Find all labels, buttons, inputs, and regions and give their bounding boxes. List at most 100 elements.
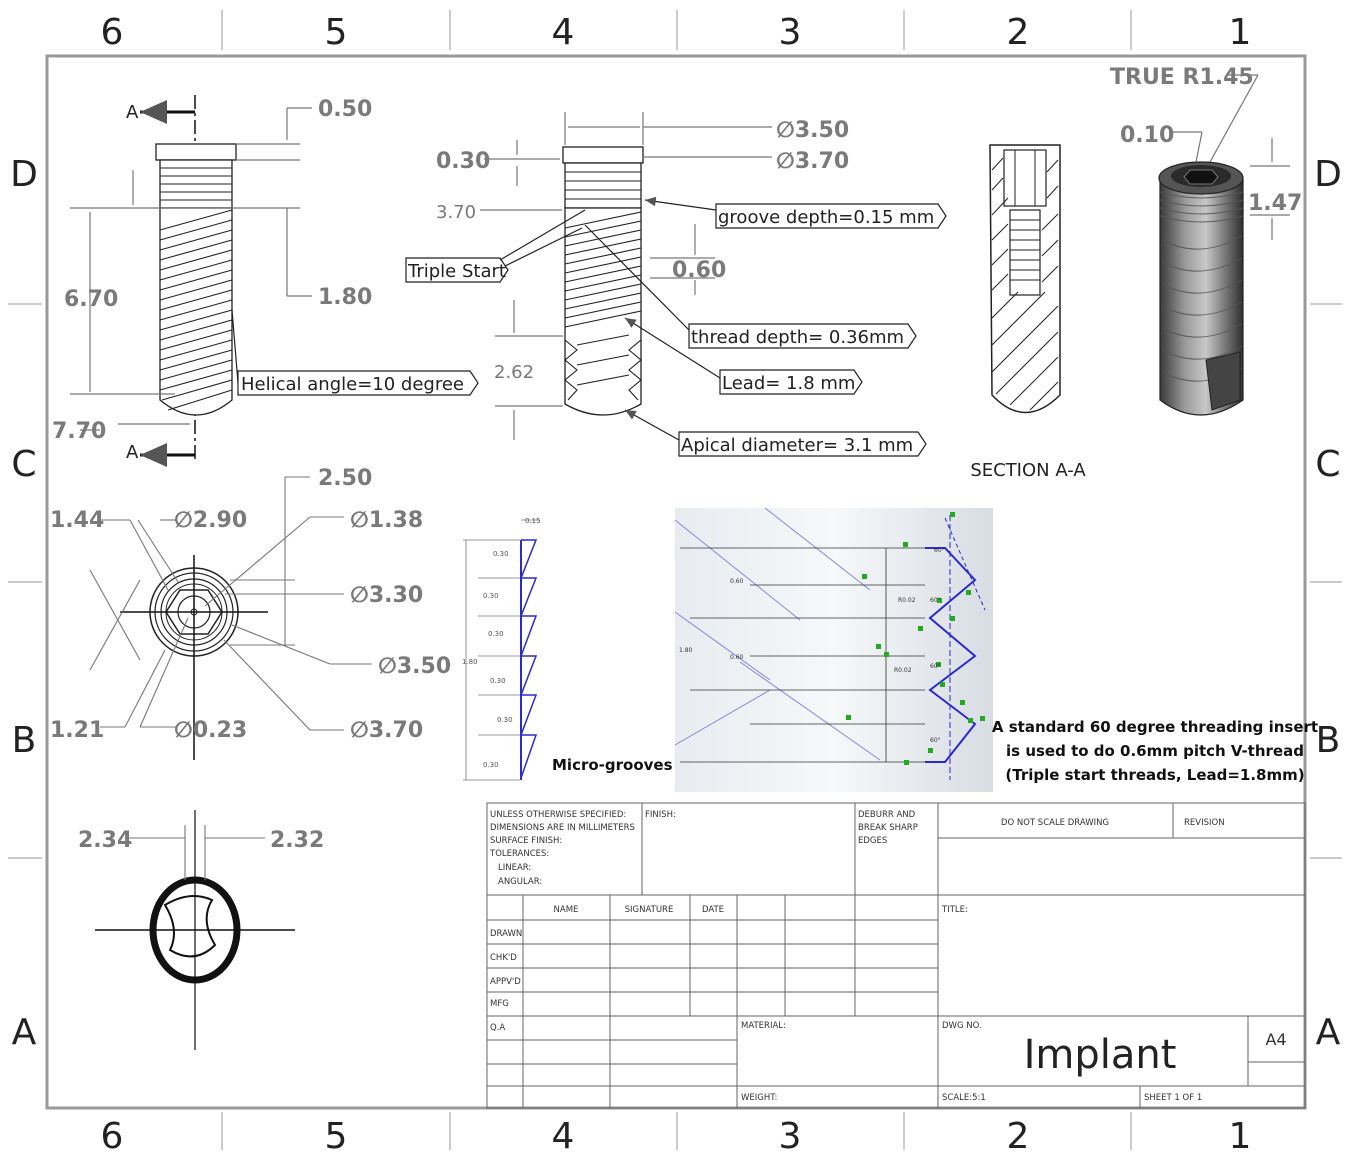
row-mfg: MFG — [490, 999, 509, 1009]
callout-thread-depth-text: thread depth= 0.36mm — [691, 327, 904, 348]
callout-triple-start: Triple Start — [405, 209, 586, 283]
material-label: MATERIAL: — [741, 1021, 786, 1031]
dim-3-70: 3.70 — [436, 202, 476, 223]
zone-row-D-right: D — [1314, 154, 1342, 195]
mg-0-15: 0.15 — [525, 517, 541, 525]
dim-0-60: 0.60 — [672, 258, 726, 283]
td-angle-c: 60° — [930, 663, 941, 670]
td-r0-02-a: R0.02 — [898, 597, 916, 604]
title-block — [486, 802, 1306, 1109]
title-block-text: UNLESS OTHERWISE SPECIFIED: DIMENSIONS A… — [489, 810, 1287, 1103]
callout-apical-diameter-text: Apical diameter= 3.1 mm — [681, 435, 913, 456]
dim-1-21: 1.21 — [50, 718, 104, 743]
td-angle-b: 60° — [930, 597, 941, 604]
label-0-10: 0.10 — [1120, 123, 1174, 148]
drawing-name: Implant — [1024, 1032, 1177, 1078]
title-label: TITLE: — [941, 905, 968, 915]
callout-lead-text: Lead= 1.8 mm — [722, 373, 855, 394]
td-angle-d: 60° — [930, 737, 941, 744]
side-view-thread-profile: 0.30 3.70 0.60 2.62 ∅3.50 ∅3.70 groove d… — [405, 112, 947, 457]
dim-dia-2-90: ∅2.90 — [174, 508, 247, 533]
zone-col-2-top: 2 — [1007, 12, 1030, 53]
dim-6-70: 6.70 — [64, 287, 118, 312]
zone-row-A-right: A — [1316, 1012, 1341, 1053]
bottom-view: 2.34 2.32 — [78, 810, 324, 1050]
weight-label: WEIGHT: — [741, 1093, 777, 1103]
callout-helical-angle: Helical angle=10 degree — [231, 309, 479, 396]
do-not-scale: DO NOT SCALE DRAWING — [1001, 818, 1109, 828]
zone-row-D-left: D — [10, 154, 38, 195]
zone-row-C-right: C — [1315, 444, 1340, 485]
td-0-60-a: 0.60 — [730, 578, 744, 585]
col-name: NAME — [554, 905, 579, 915]
section-a-a-view: SECTION A-A — [970, 144, 1086, 481]
zone-col-3-top: 3 — [779, 12, 802, 53]
mg-0-30-f: 0.30 — [483, 761, 499, 769]
zone-row-A-left: A — [12, 1012, 37, 1053]
dwg-no-label: DWG NO. — [942, 1021, 982, 1031]
mg-1-80: 1.80 — [462, 658, 478, 666]
row-qa: Q.A — [490, 1023, 505, 1033]
sheet-label: SHEET 1 OF 1 — [1144, 1093, 1202, 1103]
zone-col-6-bottom: 6 — [101, 1116, 124, 1155]
row-drawn: DRAWN — [490, 929, 522, 939]
td-angle-a: 60° — [934, 547, 945, 554]
zone-col-2-bottom: 2 — [1007, 1116, 1030, 1155]
mg-0-30-e: 0.30 — [497, 716, 513, 724]
zone-labels: 6 5 4 3 2 1 6 5 4 3 2 1 D C B A D C B A — [10, 12, 1342, 1155]
callout-groove-depth: groove depth=0.15 mm — [644, 196, 947, 229]
threading-note: A standard 60 degree threading insert is… — [992, 718, 1318, 784]
dim-2-34: 2.34 — [78, 828, 132, 853]
note-line-2: is used to do 0.6mm pitch V-thread — [1006, 742, 1304, 760]
dim-dia-3-30: ∅3.30 — [350, 583, 423, 608]
dim-2-50: 2.50 — [318, 466, 372, 491]
dim-1-44: 1.44 — [50, 508, 104, 533]
row-appvd: APPV'D — [490, 977, 521, 987]
dim-1-80: 1.80 — [318, 285, 372, 310]
dim-7-70: 7.70 — [52, 419, 106, 444]
label-true-r1-45: TRUE R1.45 — [1110, 65, 1254, 90]
deburr-line-2: BREAK SHARP — [858, 823, 918, 833]
zone-row-B-right: B — [1316, 720, 1341, 761]
zone-row-B-left: B — [12, 720, 37, 761]
spec-line-2: DIMENSIONS ARE IN MILLIMETERS — [490, 823, 635, 833]
dim-dia-3-50: ∅3.50 — [378, 654, 451, 679]
spec-line-4: TOLERANCES: — [489, 849, 549, 859]
callout-apical-diameter: Apical diameter= 3.1 mm — [624, 409, 927, 457]
mg-0-30-d: 0.30 — [490, 677, 506, 685]
dim-dia-3-70: ∅3.70 — [776, 149, 849, 174]
mg-0-30-a: 0.30 — [493, 550, 509, 558]
scale-label: SCALE:5:1 — [942, 1093, 986, 1103]
zone-col-4-bottom: 4 — [552, 1116, 575, 1155]
callout-groove-depth-text: groove depth=0.15 mm — [718, 207, 934, 228]
td-0-60-b: 0.60 — [730, 654, 744, 661]
dim-dia-3-70: ∅3.70 — [350, 718, 423, 743]
label-1-47: 1.47 — [1248, 191, 1302, 216]
microgrooves-label: Micro-grooves — [552, 756, 673, 774]
dim-dia-0-23: ∅0.23 — [174, 718, 247, 743]
isometric-3d-view: TRUE R1.45 0.10 1.47 — [1110, 65, 1302, 416]
col-signature: SIGNATURE — [625, 905, 674, 915]
side-view-helical: A A 0.50 6.70 1.80 7.70 — [52, 95, 479, 467]
callout-triple-start-text: Triple Start — [407, 261, 506, 282]
spec-line-6: ANGULAR: — [498, 877, 542, 887]
callout-helical-angle-text: Helical angle=10 degree — [241, 374, 464, 395]
td-r0-02-b: R0.02 — [894, 667, 912, 674]
dim-dia-1-38: ∅1.38 — [350, 508, 423, 533]
dim-0-50: 0.50 — [318, 97, 372, 122]
mg-0-30-c: 0.30 — [488, 630, 504, 638]
section-mark-bottom: A — [126, 442, 139, 463]
dim-0-30: 0.30 — [436, 149, 490, 174]
note-line-1: A standard 60 degree threading insert — [992, 718, 1318, 736]
row-chkd: CHK'D — [490, 953, 517, 963]
zone-row-C-left: C — [11, 444, 36, 485]
dim-2-32: 2.32 — [270, 828, 324, 853]
section-mark-top: A — [126, 102, 139, 123]
thread-profile-detail: 0.60 0.60 1.80 R0.02 R0.02 60° 60° 60° 6… — [674, 507, 993, 792]
td-1-80: 1.80 — [679, 647, 693, 654]
top-view-hex: 1.44 ∅2.90 2.50 ∅1.38 ∅3.30 ∅3.50 1.21 ∅… — [50, 466, 451, 760]
zone-col-4-top: 4 — [552, 12, 575, 53]
revision-label: REVISION — [1184, 818, 1225, 828]
dim-dia-3-50: ∅3.50 — [776, 118, 849, 143]
